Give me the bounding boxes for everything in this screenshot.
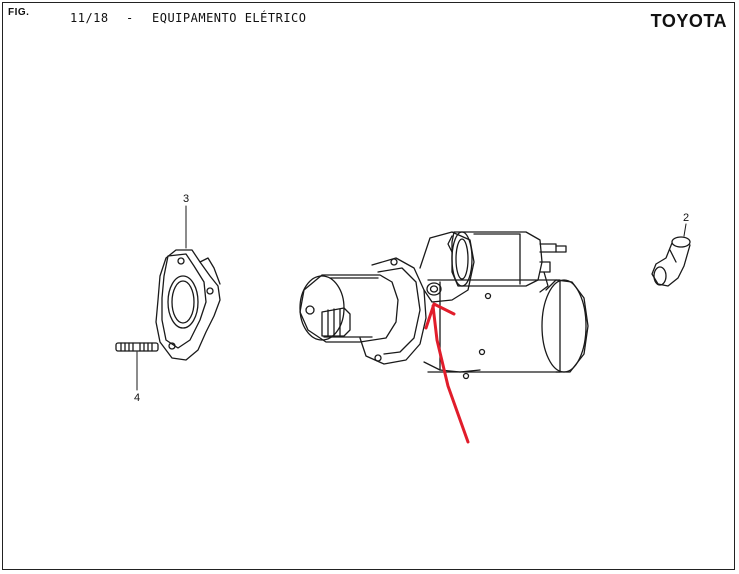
callout-4: 4 — [134, 392, 140, 404]
header-separator: - — [126, 11, 134, 25]
callout-2: 2 — [683, 212, 689, 224]
page-number: 11/18 — [70, 11, 109, 25]
part-4-stud-bolt[interactable] — [115, 342, 159, 352]
leader-line-2 — [683, 223, 687, 237]
callout-3: 3 — [183, 193, 189, 205]
annotation-arrow — [424, 302, 470, 444]
section-title: EQUIPAMENTO ELÉTRICO — [152, 11, 307, 25]
starter-motor[interactable] — [299, 231, 589, 380]
fig-label: FIG. — [8, 7, 30, 18]
part-2-elbow-boot[interactable] — [651, 236, 691, 287]
part-3-flange-plate[interactable] — [155, 249, 221, 361]
brand-logo: TOYOTA — [650, 11, 727, 31]
